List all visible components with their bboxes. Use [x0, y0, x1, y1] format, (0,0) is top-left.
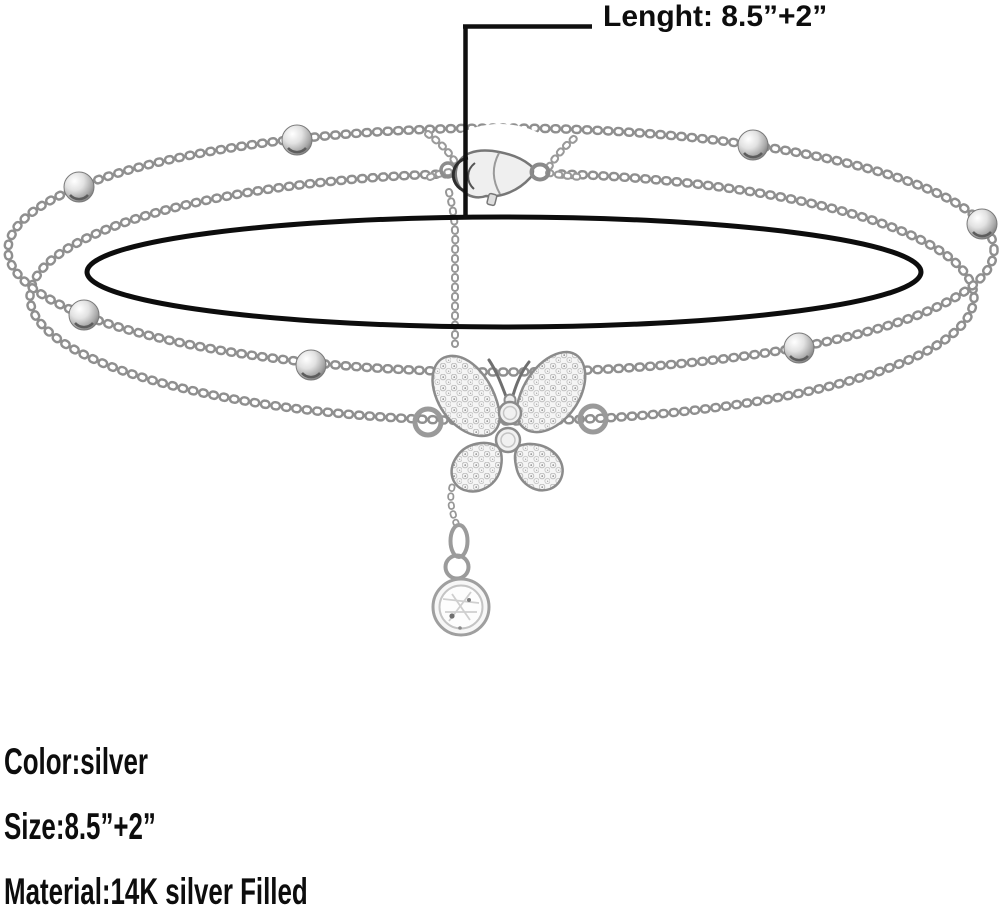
- crystal-speck: [449, 613, 455, 619]
- crystal-drop: [431, 483, 491, 637]
- drop-link-oval: [448, 523, 470, 559]
- silver-bead: [966, 208, 998, 240]
- lobster-clasp-icon: [439, 149, 551, 207]
- silver-bead: [737, 129, 769, 161]
- butterfly-body-lower: [494, 426, 522, 454]
- silver-bead: [783, 332, 815, 364]
- silver-bead: [63, 171, 95, 203]
- crystal-speck: [467, 598, 471, 602]
- silver-bead: [68, 299, 100, 331]
- butterfly-wing-upper-right: [515, 350, 587, 434]
- body-stone-facet: [500, 432, 516, 448]
- spec-color-label: Color:silver: [4, 741, 148, 782]
- crystal-speck: [458, 626, 462, 630]
- clasp-connector-right: [545, 131, 585, 181]
- elastic-cord: [84, 214, 924, 330]
- length-annotation-label: Lenght: 8.5”+2”: [603, 0, 828, 33]
- silver-bead: [295, 349, 327, 381]
- body-stone-facet: [502, 405, 518, 421]
- butterfly-body-upper: [497, 400, 523, 426]
- measurement-lines: [463, 24, 592, 219]
- silver-bead: [281, 124, 313, 156]
- drop-link-ring: [443, 553, 471, 581]
- butterfly-charm: [412, 350, 609, 493]
- butterfly-wing-lower-right: [513, 442, 564, 492]
- jump-ring-left: [412, 406, 444, 438]
- butterfly-wing-upper-left: [431, 354, 501, 438]
- clasp-trigger: [486, 192, 498, 207]
- butterfly-wing-lower-left: [450, 441, 503, 493]
- spec-size-label: Size:8.5”+2”: [4, 806, 156, 847]
- spec-material-label: Material:14K silver Filled: [4, 871, 308, 907]
- jump-ring-right: [577, 403, 609, 435]
- extender-chain: [445, 188, 460, 348]
- anklet-illustration: [3, 24, 999, 637]
